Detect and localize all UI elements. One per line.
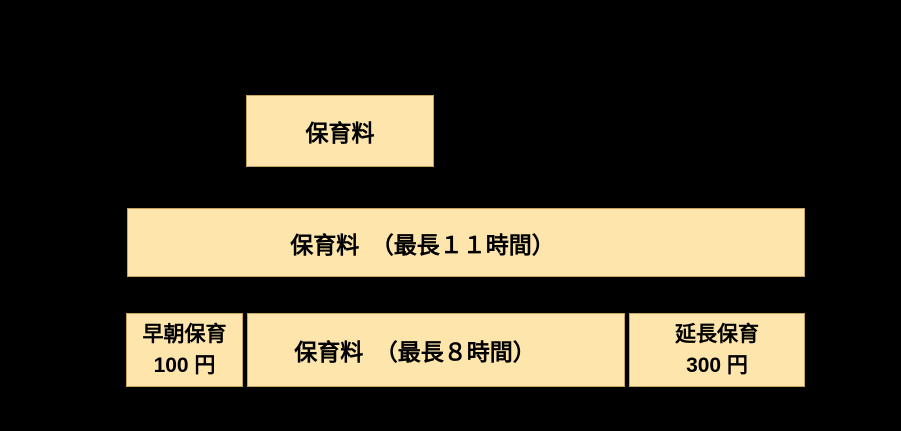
extended-care-title: 延長保育 [675, 322, 759, 346]
extended-care-cell: 延長保育 300 円 [629, 313, 805, 387]
fee-bar-8h: 保育料 （最長８時間） [247, 313, 625, 387]
fee-bar-11h: 保育料 （最長１１時間） [127, 208, 805, 277]
fee-bar-11h-label: 保育料 （最長１１時間） [290, 231, 555, 258]
early-care-cell: 早朝保育 100 円 [126, 313, 243, 387]
early-care-title: 早朝保育 [142, 322, 227, 346]
fee-box-top: 保育料 [246, 95, 434, 167]
early-care-price: 100 円 [153, 354, 216, 377]
extended-care-price: 300 円 [686, 354, 748, 377]
fee-box-top-label: 保育料 [305, 120, 375, 146]
fee-bar-8h-label: 保育料 （最長８時間） [294, 339, 536, 365]
